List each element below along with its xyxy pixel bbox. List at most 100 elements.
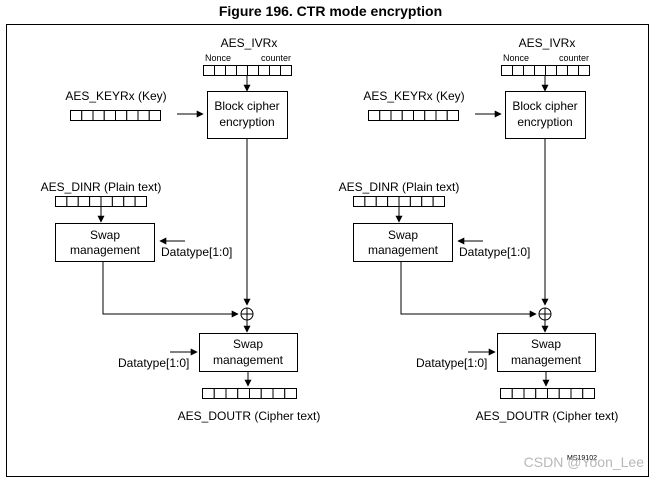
register-bit-cell (137, 110, 150, 121)
register-bit-cell (547, 388, 560, 399)
block-cipher-box (207, 91, 288, 139)
register-bit-cell (258, 65, 270, 76)
register-bit-cell (500, 388, 513, 399)
register-bit-cell (390, 110, 403, 121)
register-bit-cell (148, 110, 161, 121)
register-bit-cell (115, 110, 128, 121)
swap-output-box (199, 333, 298, 372)
swap-input-label-line2: management (70, 243, 141, 257)
register-bit-cell (511, 388, 525, 399)
register-bit-cell (213, 388, 227, 399)
register-bit-cell (237, 388, 250, 399)
register-bit-cell (379, 110, 392, 121)
iv-register (501, 65, 590, 76)
register-bit-cell (523, 65, 535, 76)
register-bit-cell (570, 388, 584, 399)
block-cipher-box (505, 91, 586, 139)
swap-input-box (353, 223, 453, 262)
register-bit-cell (269, 65, 281, 76)
register-bit-cell (558, 388, 572, 399)
register-bit-cell (424, 110, 437, 121)
swap-to-xor-arrow (102, 262, 239, 318)
register-bit-cell (260, 388, 274, 399)
datatype-out-label: Datatype[1:0] (416, 356, 487, 370)
din-register-label: AES_DINR (Plain text) (41, 180, 162, 194)
counter-label: counter (261, 53, 291, 63)
dout-register-label: AES_DOUTR (Cipher text) (476, 409, 619, 423)
key-register-label: AES_KEYRx (Key) (65, 89, 166, 103)
register-bit-cell (421, 196, 434, 207)
figure-title: Figure 196. CTR mode encryption (218, 3, 443, 19)
register-bit-cell (103, 110, 116, 121)
register-bit-cell (413, 110, 426, 121)
register-bit-cell (567, 65, 579, 76)
register-bit-cell (432, 196, 445, 207)
register-bit-cell (556, 65, 568, 76)
swap-output-label-line1: Swap (233, 337, 263, 351)
register-bit-cell (387, 196, 400, 207)
register-bit-cell (81, 110, 94, 121)
register-bit-cell (225, 65, 237, 76)
swap-input-box (55, 223, 155, 262)
register-bit-cell (214, 65, 226, 76)
register-bit-cell (280, 65, 292, 76)
register-bit-cell (353, 196, 366, 207)
dout-register (500, 388, 595, 399)
datatype-in-label: Datatype[1:0] (459, 245, 530, 259)
register-bit-cell (582, 388, 595, 399)
register-bit-cell (446, 110, 459, 121)
register-bit-cell (249, 388, 262, 399)
swap-to-xor-arrow (400, 262, 537, 318)
figure-frame (6, 24, 649, 477)
dout-register (202, 388, 297, 399)
register-bit-cell (92, 110, 105, 121)
register-bit-cell (55, 196, 68, 207)
register-bit-cell (111, 196, 125, 207)
din-register (353, 196, 445, 207)
register-bit-cell (203, 65, 215, 76)
key-register (368, 110, 459, 121)
register-bit-cell (202, 388, 215, 399)
register-bit-cell (401, 110, 414, 121)
register-bit-cell (66, 196, 79, 207)
swap-output-label-line1: Swap (531, 337, 561, 351)
nonce-label: Nonce (503, 53, 529, 63)
register-bit-cell (534, 65, 546, 76)
register-bit-cell (364, 196, 377, 207)
register-bit-cell (70, 110, 83, 121)
swap-output-label-line2: management (213, 353, 284, 367)
block-cipher-label-line2: encryption (517, 115, 572, 129)
din-register (55, 196, 147, 207)
register-bit-cell (545, 65, 557, 76)
swap-output-label-line2: management (511, 353, 582, 367)
swap-input-label-line1: Swap (90, 228, 120, 242)
watermark: CSDN @Yoon_Lee (524, 454, 645, 470)
key-register (70, 110, 161, 121)
register-bit-cell (398, 196, 411, 207)
register-bit-cell (284, 388, 297, 399)
register-bit-cell (272, 388, 286, 399)
register-bit-cell (100, 196, 113, 207)
iv-register-label: AES_IVRx (519, 36, 576, 50)
register-bit-cell (409, 196, 423, 207)
nonce-label: Nonce (205, 53, 231, 63)
register-bit-cell (375, 196, 389, 207)
swap-output-box (497, 333, 596, 372)
register-bit-cell (512, 65, 524, 76)
block-cipher-label-line2: encryption (219, 115, 274, 129)
register-bit-cell (535, 388, 548, 399)
iv-register (203, 65, 292, 76)
register-bit-cell (225, 388, 239, 399)
register-bit-cell (77, 196, 91, 207)
register-bit-cell (368, 110, 381, 121)
figure-id-label: MS19102 (567, 455, 597, 462)
swap-input-label-line1: Swap (388, 228, 418, 242)
register-bit-cell (578, 65, 590, 76)
datatype-out-label: Datatype[1:0] (118, 356, 189, 370)
key-register-label: AES_KEYRx (Key) (363, 89, 464, 103)
swap-input-label-line2: management (368, 243, 439, 257)
register-bit-cell (89, 196, 102, 207)
register-bit-cell (435, 110, 448, 121)
